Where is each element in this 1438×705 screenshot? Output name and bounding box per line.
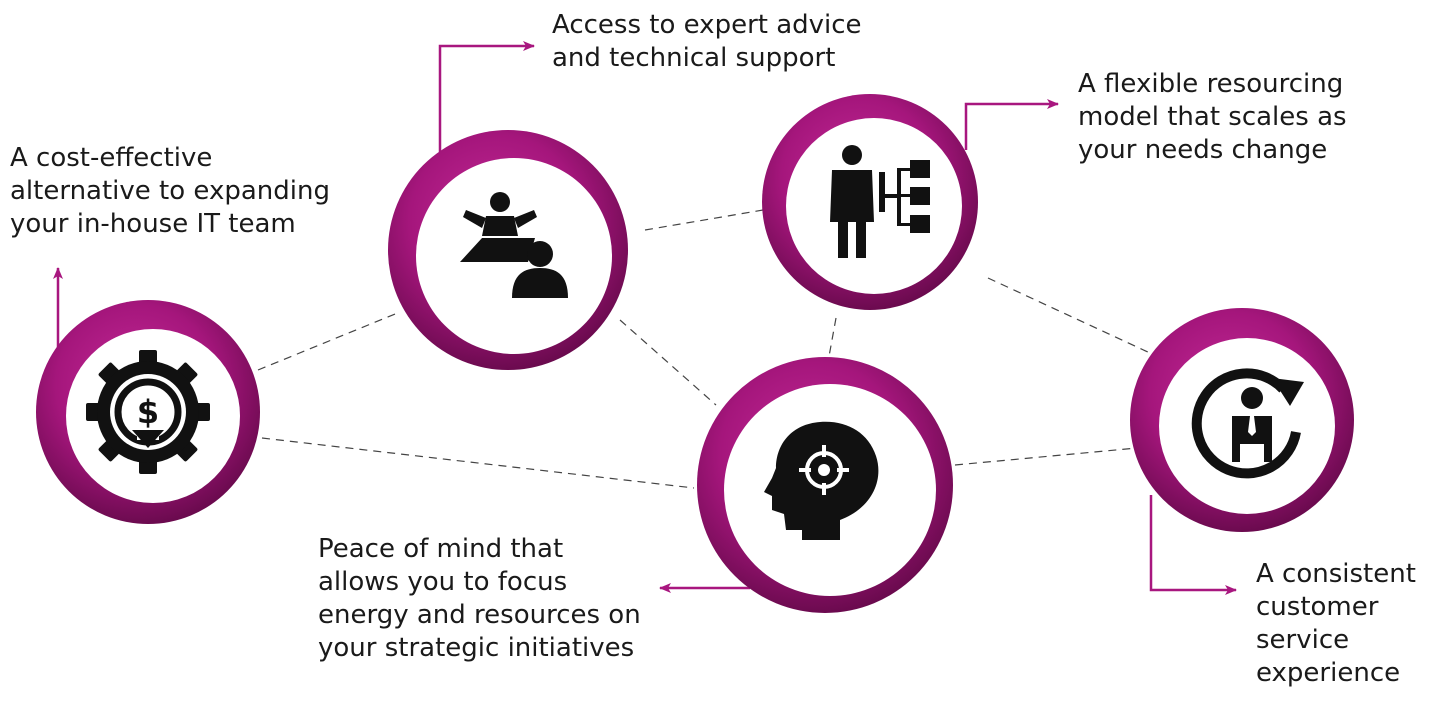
connector-expert-peace xyxy=(619,319,717,406)
connector-peace-service xyxy=(954,446,1149,466)
gear-dollar-down-icon: $ xyxy=(86,350,210,474)
label-cost: A cost-effective alternative to expandin… xyxy=(10,142,330,241)
label-cost-line: A cost-effective xyxy=(10,143,213,173)
label-peace-line: energy and resources on xyxy=(318,600,641,630)
node-flexible-disc xyxy=(786,118,962,294)
dashed-connectors xyxy=(257,207,1179,489)
node-flexible xyxy=(762,94,978,310)
label-flexible: A flexible resourcing model that scales … xyxy=(1078,68,1347,167)
connector-cost-peace xyxy=(261,437,695,489)
arrow-flexible xyxy=(964,99,1059,150)
label-service-line: service xyxy=(1256,625,1350,655)
label-service-line: A consistent xyxy=(1256,559,1416,589)
label-cost-line: your in-house IT team xyxy=(10,209,296,239)
label-expert-line: and technical support xyxy=(552,43,836,73)
label-peace-line: allows you to focus xyxy=(318,567,568,597)
consultation-people-icon xyxy=(460,192,568,298)
label-flexible-line: A flexible resourcing xyxy=(1078,69,1344,99)
node-peace xyxy=(697,357,953,613)
connector-cost-expert xyxy=(257,311,401,371)
node-cost: $ xyxy=(36,300,260,524)
arrow-expert xyxy=(438,41,535,152)
connector-flexible-peace xyxy=(827,317,837,363)
label-expert: Access to expert advice and technical su… xyxy=(552,9,862,75)
pointer-arrows xyxy=(53,41,1237,595)
node-service xyxy=(1130,308,1354,532)
arrow-service xyxy=(1149,495,1237,595)
label-service: A consistent customer service experience xyxy=(1256,558,1416,690)
person-refresh-icon xyxy=(1191,368,1304,479)
connector-expert-flexible xyxy=(644,207,776,231)
label-expert-line: Access to expert advice xyxy=(552,10,862,40)
label-peace: Peace of mind that allows you to focus e… xyxy=(318,533,641,665)
label-peace-line: Peace of mind that xyxy=(318,534,564,564)
label-peace-line: your strategic initiatives xyxy=(318,633,635,663)
label-service-line: experience xyxy=(1256,658,1401,688)
node-expert xyxy=(388,130,628,370)
connector-flexible-service xyxy=(987,277,1179,367)
svg-text:$: $ xyxy=(137,393,159,431)
label-service-line: customer xyxy=(1256,592,1379,622)
label-cost-line: alternative to expanding xyxy=(10,176,330,206)
head-target-icon xyxy=(764,421,879,540)
label-flexible-line: your needs change xyxy=(1078,135,1328,165)
person-hierarchy-icon xyxy=(830,145,930,258)
label-flexible-line: model that scales as xyxy=(1078,102,1347,132)
